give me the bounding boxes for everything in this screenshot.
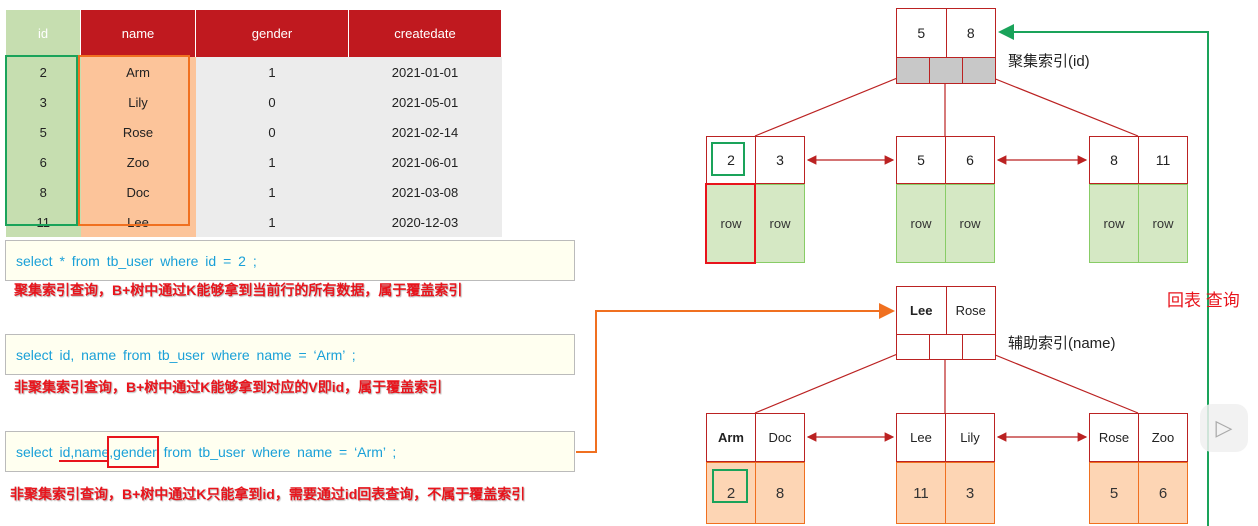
sql-prefix: select bbox=[16, 444, 60, 460]
id-value: 8 bbox=[775, 484, 785, 502]
clustered-index-label: 聚集索引(id) bbox=[1008, 53, 1090, 70]
secondary-leaf-keys: Arm Doc bbox=[706, 413, 805, 462]
note-2: 非聚集索引查询，B+树中通过K能够拿到对应的V即id，属于覆盖索引 bbox=[14, 379, 443, 395]
sql-query-1: select * from tb_user where id = 2 ; bbox=[5, 240, 575, 281]
row-data: row bbox=[959, 216, 981, 231]
table-cell: 1 bbox=[195, 147, 349, 177]
table-cell: 0 bbox=[195, 117, 349, 147]
leaf-key: 2 bbox=[727, 152, 735, 168]
table-cell: 2021-01-01 bbox=[348, 57, 502, 87]
leaf-key: Lily bbox=[945, 414, 994, 461]
note-3: 非聚集索引查询，B+树中通过K只能拿到id，需要通过id回表查询，不属于覆盖索引 bbox=[10, 486, 526, 502]
lookup-label: 回表 查询 bbox=[1167, 291, 1240, 310]
table-cell: Arm bbox=[80, 57, 196, 87]
key-highlight bbox=[711, 142, 745, 176]
table-cell: 0 bbox=[195, 87, 349, 117]
clustered-leaf-keys: 8 11 bbox=[1089, 136, 1188, 184]
table-cell: Rose bbox=[80, 117, 196, 147]
secondary-leaf-keys: Lee Lily bbox=[896, 413, 995, 462]
sql-cols: id,name bbox=[59, 444, 110, 462]
table-cell: 1 bbox=[195, 57, 349, 87]
table-cell: 2021-06-01 bbox=[348, 147, 502, 177]
leaf-key: 3 bbox=[755, 137, 804, 183]
root-key: Lee bbox=[910, 303, 933, 318]
table-cell: 3 bbox=[6, 87, 81, 117]
leaf-key: Arm bbox=[717, 430, 744, 445]
id-value: 2 bbox=[707, 463, 756, 523]
id-value: 3 bbox=[965, 484, 975, 502]
leaf-key: 8 bbox=[1110, 152, 1118, 168]
sql-query-2: select id, name from tb_user where name … bbox=[5, 334, 575, 375]
secondary-root-pointers bbox=[896, 335, 996, 360]
row-data: row bbox=[769, 216, 791, 231]
leaf-key: 5 bbox=[917, 152, 925, 168]
table-cell: 8 bbox=[6, 177, 81, 207]
table-cell: 2020-12-03 bbox=[348, 207, 502, 237]
play-icon[interactable]: ▷ bbox=[1200, 404, 1248, 452]
leaf-key: Rose bbox=[1098, 430, 1130, 445]
secondary-leaf-ids: 11 3 bbox=[896, 462, 995, 524]
col-gender: gender bbox=[195, 10, 349, 57]
row-data: row bbox=[1152, 216, 1174, 231]
sql-query-3: select id,name,gender from tb_user where… bbox=[5, 431, 575, 472]
col-name: name bbox=[80, 10, 196, 57]
table-cell: Lily bbox=[80, 87, 196, 117]
col-id: id bbox=[6, 10, 81, 57]
secondary-root-node: Lee Rose bbox=[896, 286, 996, 335]
table-cell: Doc bbox=[80, 177, 196, 207]
root-key: Rose bbox=[945, 287, 996, 334]
root-key: 8 bbox=[945, 9, 996, 57]
row-data: row bbox=[897, 185, 946, 262]
table-cell: 1 bbox=[195, 207, 349, 237]
table-cell: 1 bbox=[195, 177, 349, 207]
leaf-key: 6 bbox=[945, 137, 994, 183]
sql-gender: ,gender bbox=[107, 436, 159, 468]
name-column-highlight bbox=[78, 55, 190, 226]
clustered-root-pointers bbox=[896, 58, 996, 84]
id-value: 11 bbox=[897, 463, 946, 523]
table-cell: 2021-02-14 bbox=[348, 117, 502, 147]
root-key: 5 bbox=[917, 25, 926, 41]
note-1: 聚集索引查询，B+树中通过K能够拿到当前行的所有数据，属于覆盖索引 bbox=[14, 282, 463, 298]
leaf-key: Zoo bbox=[1138, 414, 1187, 461]
row-data: row bbox=[1090, 185, 1139, 262]
id-value: 6 bbox=[1158, 484, 1168, 502]
table-cell: 2021-05-01 bbox=[348, 87, 502, 117]
leaf-key: Doc bbox=[755, 414, 804, 461]
id-value: 5 bbox=[1090, 463, 1139, 523]
secondary-index-label: 辅助索引(name) bbox=[1008, 335, 1116, 352]
secondary-leaf-keys: Rose Zoo bbox=[1089, 413, 1188, 462]
table-cell: Zoo bbox=[80, 147, 196, 177]
id-column-highlight bbox=[5, 55, 78, 226]
table-cell: 2021-03-08 bbox=[348, 177, 502, 207]
table-cell: 6 bbox=[6, 147, 81, 177]
leaf-key: Lee bbox=[910, 430, 932, 445]
col-createdate: createdate bbox=[348, 10, 502, 57]
id-highlight bbox=[712, 469, 748, 503]
row-highlight bbox=[705, 183, 756, 264]
sql-rest: from tb_user where name = ‘Arm’ ; bbox=[156, 444, 397, 460]
table-cell: 5 bbox=[6, 117, 81, 147]
table-cell: 2 bbox=[6, 57, 81, 87]
leaf-key: 11 bbox=[1138, 137, 1187, 183]
